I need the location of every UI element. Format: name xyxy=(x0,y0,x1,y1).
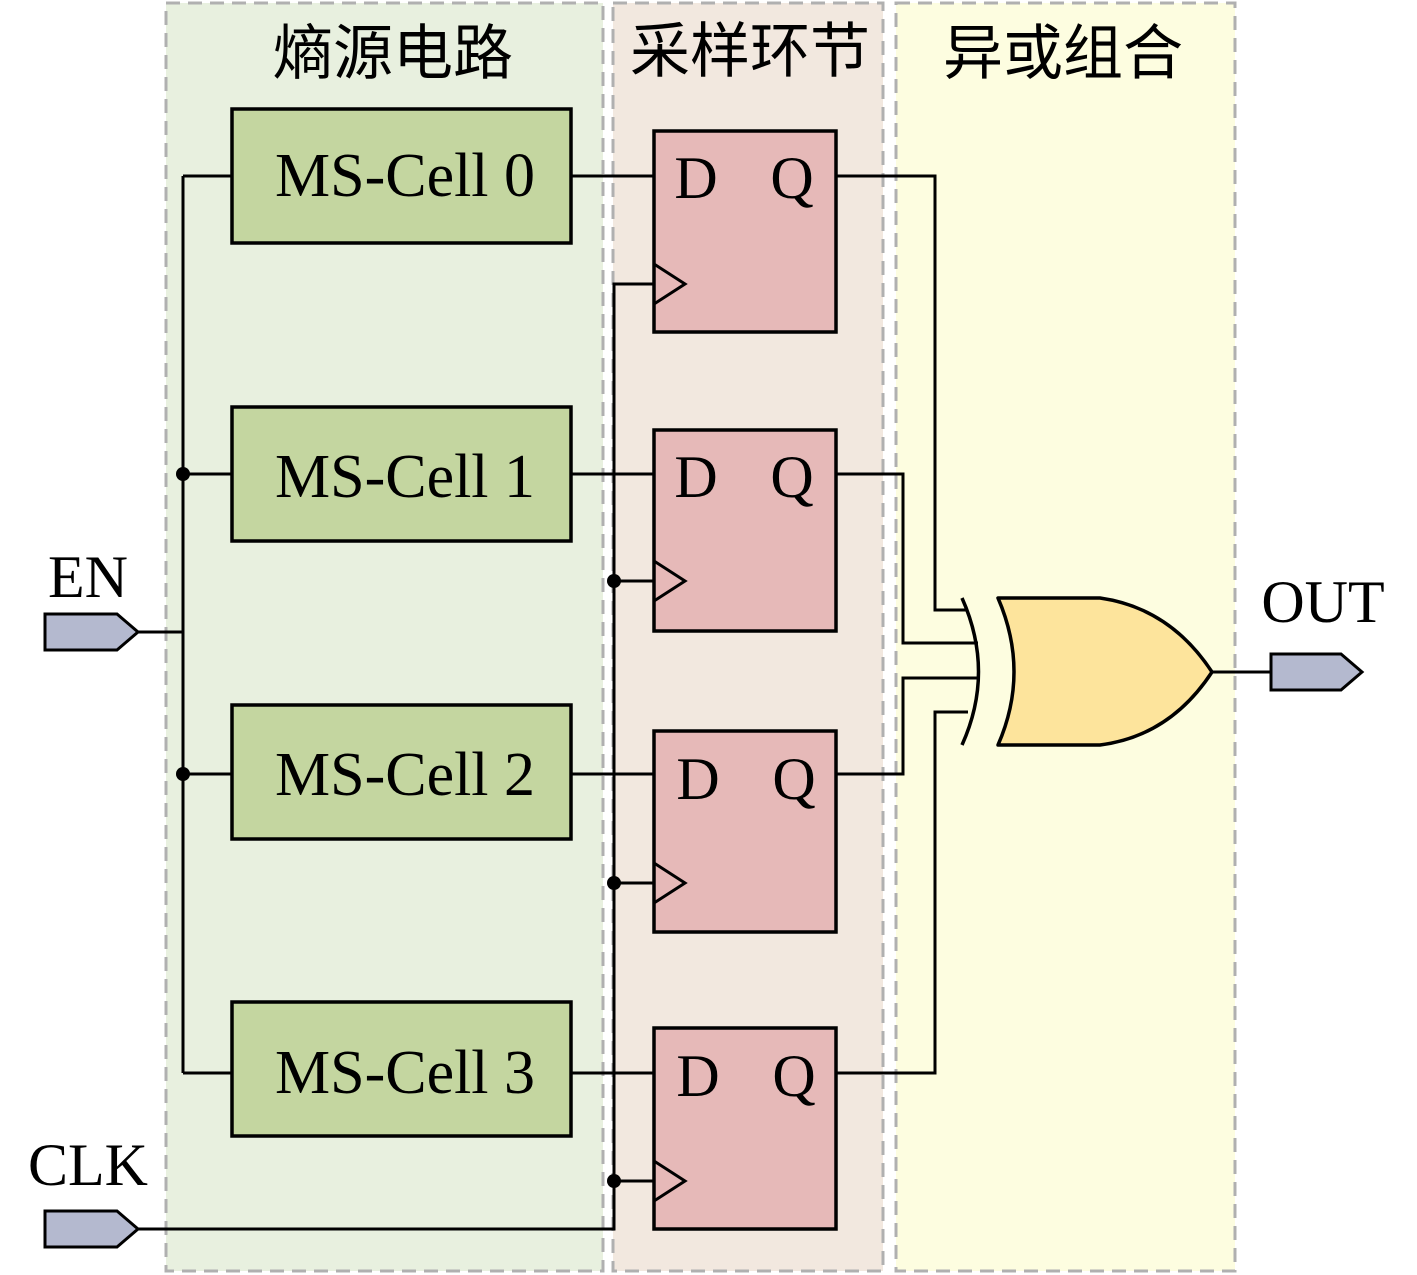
junction-dot xyxy=(176,467,190,481)
junction-dot xyxy=(607,876,621,890)
ms-cell-box xyxy=(230,703,573,841)
ms-cell-label: MS-Cell 2 xyxy=(275,741,535,809)
section-title-entropy-source: 熵源电路 xyxy=(273,19,513,89)
ms-cell-box xyxy=(230,405,573,543)
en-label: EN xyxy=(48,544,128,610)
d-flipflop-2: D Q xyxy=(652,729,838,934)
section-title-xor-combine: 异或组合 xyxy=(943,19,1183,89)
flipflop-box xyxy=(652,428,838,633)
ms-cell-box xyxy=(230,107,573,245)
ms-cell-label: MS-Cell 3 xyxy=(275,1039,535,1107)
xor-gate-body xyxy=(996,596,1214,747)
junction-dots xyxy=(176,467,621,1188)
flipflop-q-label: Q xyxy=(770,444,813,510)
flipflop-box xyxy=(652,729,838,934)
ms-cell-2: MS-Cell 2 xyxy=(230,703,573,841)
xor-gate xyxy=(960,596,1214,747)
ms-cell-box xyxy=(230,1000,573,1138)
ms-cell-1: MS-Cell 1 xyxy=(230,405,573,543)
junction-dot xyxy=(607,1174,621,1188)
flipflop-q-label: Q xyxy=(770,145,813,211)
d-flipflop-0: D Q xyxy=(652,129,838,334)
flipflop-box xyxy=(652,129,838,334)
clock-input-triangle xyxy=(653,262,688,306)
ms-cell-label: MS-Cell 1 xyxy=(275,443,535,511)
d-flipflop-3: D Q xyxy=(652,1026,838,1231)
clk-input-port: CLK xyxy=(28,1132,148,1249)
flipflop-d-label: D xyxy=(674,145,717,211)
flipflop-d-label: D xyxy=(676,746,719,812)
junction-dot xyxy=(607,574,621,588)
clk-label: CLK xyxy=(28,1132,148,1198)
port-arrow xyxy=(1269,652,1365,692)
en-input-port: EN xyxy=(43,544,141,652)
ms-cell-label: MS-Cell 0 xyxy=(275,142,535,210)
clock-input-triangle xyxy=(653,1159,688,1203)
flipflop-q-label: Q xyxy=(772,1043,815,1109)
xor-gate-back-curve xyxy=(960,597,981,746)
clock-input-triangle xyxy=(653,559,688,603)
flipflop-d-label: D xyxy=(676,1043,719,1109)
ms-cell-0: MS-Cell 0 xyxy=(230,107,573,245)
flipflop-q-label: Q xyxy=(772,746,815,812)
junction-dot xyxy=(176,767,190,781)
ms-cell-3: MS-Cell 3 xyxy=(230,1000,573,1138)
clock-input-triangle xyxy=(653,861,688,905)
flipflop-box xyxy=(652,1026,838,1231)
port-arrow xyxy=(43,612,141,652)
d-flipflop-1: D Q xyxy=(652,428,838,633)
out-label: OUT xyxy=(1261,569,1384,635)
section-title-sampling: 采样环节 xyxy=(630,17,870,87)
port-arrow xyxy=(43,1209,141,1249)
out-output-port: OUT xyxy=(1261,569,1385,692)
flipflop-d-label: D xyxy=(674,444,717,510)
